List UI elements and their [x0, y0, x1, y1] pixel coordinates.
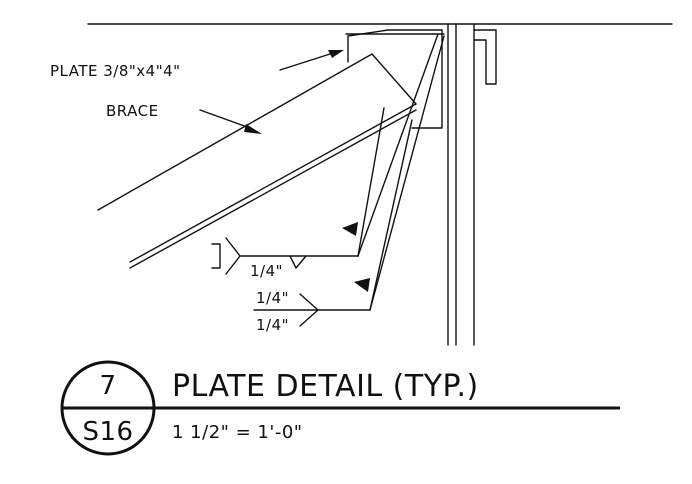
weld-bottom-fillet [299, 293, 319, 327]
weld-top-flag [342, 222, 358, 236]
weld-bottom-size-bottom-text: 1/4" [256, 316, 289, 334]
angle-clip [473, 29, 497, 85]
weld-top-arrow-line-1 [357, 107, 385, 257]
plate-callout-text: PLATE 3/8"x4"4" [50, 62, 181, 80]
weld-bottom-arrow-line-1 [369, 119, 413, 311]
sheet-number: S16 [82, 417, 133, 447]
weld-bottom-flag [354, 278, 370, 292]
weld-top-tail [225, 237, 241, 275]
gusset-plate [347, 29, 443, 129]
weld-bottom-arrow-line-2 [369, 35, 445, 311]
brace-bottom-edge [129, 103, 417, 263]
brace-leader [199, 109, 251, 129]
brace-top-edge [97, 53, 373, 211]
detail-number: 7 [99, 371, 116, 401]
weld-bottom-size-top-text: 1/4" [256, 289, 289, 307]
detail-title: PLATE DETAIL (TYP.) [172, 369, 479, 404]
weld-top-arrow-line-2 [357, 33, 439, 257]
weld-top-size-text: 1/4" [250, 262, 283, 280]
detail-scale: 1 1/2" = 1'-0" [172, 422, 303, 443]
brace-callout-text: BRACE [106, 102, 159, 120]
plate-leader-arrowhead [328, 50, 344, 58]
brace-leader-arrowhead [244, 124, 262, 134]
brace-end [371, 53, 417, 105]
plate-leader [279, 53, 331, 71]
weld-top-bracket [211, 243, 221, 269]
weld-top-fillet [289, 255, 307, 269]
brace-bottom-edge-inner [129, 109, 417, 269]
